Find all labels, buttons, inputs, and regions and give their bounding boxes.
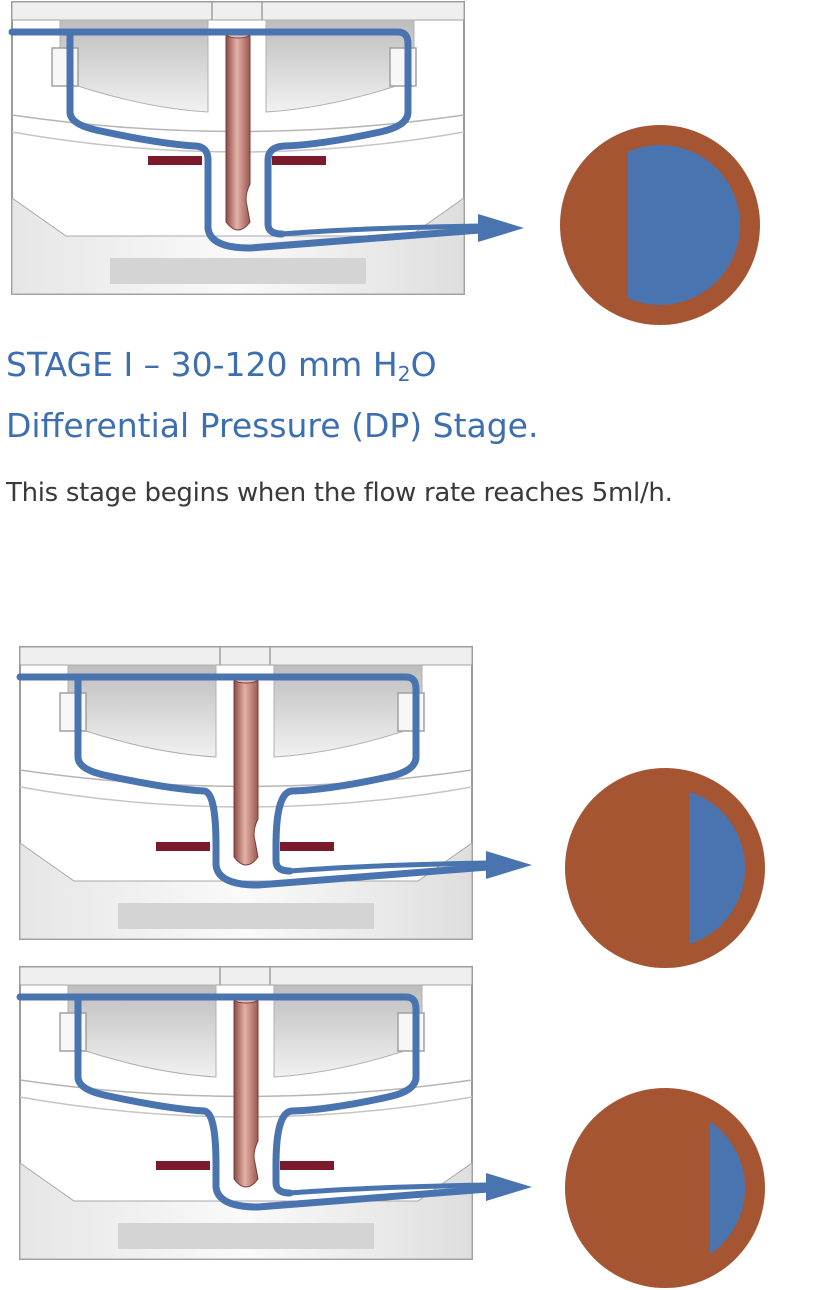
indicator-flow-segment [709, 1121, 745, 1255]
stage-title: STAGE I – 30-120 mm H2O [6, 345, 437, 387]
indicator-flow-segment [689, 791, 745, 945]
left-bracket [51, 47, 79, 87]
stage-description: This stage begins when the flow rate rea… [6, 478, 673, 508]
flow-path-outlet [287, 860, 491, 874]
flow-path [8, 28, 484, 252]
valve-diagram-1 [8, 1, 524, 295]
flow-indicator-2 [565, 768, 765, 968]
flow-pin [233, 678, 259, 866]
valve-diagram-2 [16, 646, 532, 940]
flow-path [16, 993, 492, 1211]
base-step [118, 1223, 374, 1249]
seal-left [156, 1161, 210, 1170]
flow-arrow-head [478, 214, 524, 242]
left-bracket [59, 692, 87, 732]
seal-right [272, 156, 326, 165]
flow-pin [225, 33, 251, 231]
valve-top-plate [11, 1, 465, 21]
flow-arrow-head [486, 851, 532, 879]
valve-top-plate [19, 646, 473, 666]
seal-left [156, 842, 210, 851]
valve-diagram-3 [16, 966, 532, 1260]
flow-path-outlet [279, 223, 483, 237]
indicator-flow-segment [628, 145, 740, 305]
valve-top-plate [19, 966, 473, 986]
seal-right [280, 842, 334, 851]
flow-pin [233, 998, 259, 1188]
flow-indicator-1 [560, 125, 760, 325]
stage-subtitle: Differential Pressure (DP) Stage. [6, 406, 539, 445]
base-step [118, 903, 374, 929]
flow-path-outlet [287, 1182, 491, 1196]
seal-left [148, 156, 202, 165]
flow-path [16, 673, 492, 889]
flow-indicator-3 [565, 1088, 765, 1288]
base-step [110, 258, 366, 284]
right-bracket [389, 47, 417, 87]
right-bracket [397, 1012, 425, 1052]
right-bracket [397, 692, 425, 732]
left-bracket [59, 1012, 87, 1052]
flow-arrow-head [486, 1173, 532, 1201]
seal-right [280, 1161, 334, 1170]
